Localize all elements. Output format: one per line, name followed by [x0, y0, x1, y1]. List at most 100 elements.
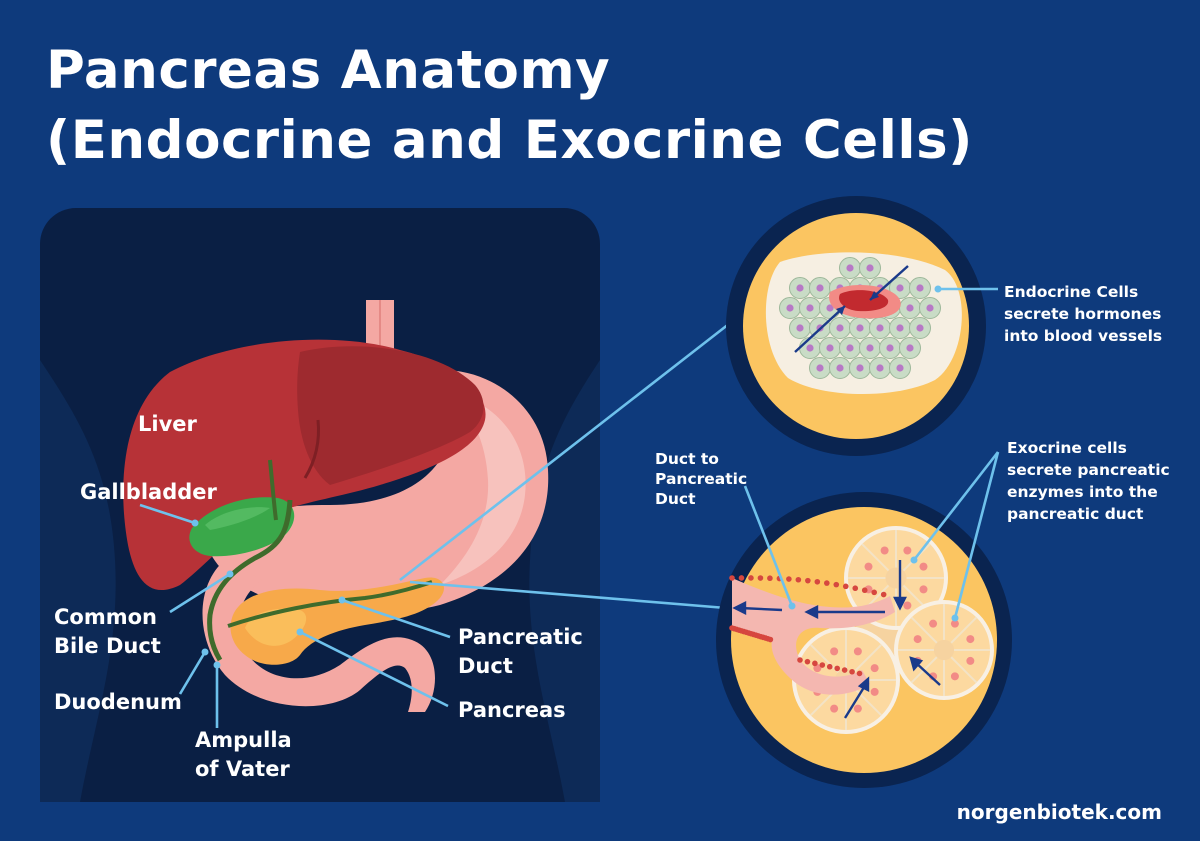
cell-nucleus: [806, 344, 814, 352]
cell-nucleus: [846, 264, 854, 272]
duct-dot: [841, 667, 848, 673]
website-link[interactable]: norgenbiotek.com: [956, 800, 1162, 824]
label-common-bile-duct-2: Bile Duct: [54, 634, 161, 658]
cell-nucleus: [876, 364, 884, 372]
duct-dot: [812, 660, 818, 667]
duct-dot: [786, 576, 792, 582]
label-ampulla-1: Ampulla: [195, 728, 292, 752]
title-line-2: (Endocrine and Exocrine Cells): [46, 110, 973, 171]
duct-dot: [861, 587, 868, 594]
label-endocrine-3: into blood vessels: [1004, 327, 1162, 345]
cell-nucleus: [826, 304, 834, 312]
cell-nucleus: [846, 344, 854, 352]
acinar-nucleus: [966, 635, 975, 644]
duct-dot: [826, 663, 833, 670]
cell-nucleus: [926, 304, 934, 312]
label-pancreatic-duct-2: Duct: [458, 654, 513, 678]
duct-dot: [871, 589, 877, 596]
duct-dot: [757, 575, 764, 581]
cell-nucleus: [836, 364, 844, 372]
acinar-nucleus: [913, 635, 922, 644]
label-exocrine-4: pancreatic duct: [1007, 505, 1144, 523]
leader-endocrine-zoom: [399, 318, 735, 582]
leader-exocrine-2: [953, 451, 1000, 619]
duct-dot: [729, 575, 735, 581]
leader-duct-to-pancreatic-duct: [743, 485, 794, 607]
title-line-1: Pancreas Anatomy: [46, 40, 611, 101]
cell-nucleus: [866, 344, 874, 352]
acinar-nucleus: [966, 656, 975, 665]
leader-exocrine-1: [912, 451, 1000, 561]
label-endocrine-1: Endocrine Cells: [1004, 283, 1138, 301]
cell-nucleus: [896, 284, 904, 292]
leader-common-bile-duct: [169, 572, 231, 614]
cell-nucleus: [856, 324, 864, 332]
cell-nucleus: [816, 284, 824, 292]
label-exocrine-3: enzymes into the: [1007, 483, 1158, 501]
cell-nucleus: [896, 324, 904, 332]
duct-dot: [842, 583, 849, 590]
label-duct-to-pancreatic-duct-1: Duct to: [655, 450, 719, 468]
label-gallbladder: Gallbladder: [80, 480, 218, 504]
label-exocrine-1: Exocrine cells: [1007, 439, 1127, 457]
cell-nucleus: [906, 344, 914, 352]
duct-dot: [856, 670, 863, 677]
cell-nucleus: [796, 284, 804, 292]
cell-nucleus: [886, 344, 894, 352]
page-title: Pancreas Anatomy (Endocrine and Exocrine…: [46, 36, 973, 176]
hepatic-duct: [268, 459, 278, 521]
gallbladder: [189, 497, 295, 557]
leader-duodenum: [178, 651, 207, 695]
acinar-nucleus: [903, 601, 912, 610]
body-panel: [40, 208, 600, 802]
cell-nucleus: [836, 324, 844, 332]
duct-dot: [814, 578, 821, 585]
acinar-nucleus: [853, 647, 862, 656]
cell-nucleus: [826, 344, 834, 352]
acinar-nucleus: [903, 546, 912, 555]
duct-dot: [805, 577, 811, 584]
cell-nucleus: [906, 304, 914, 312]
cell-nucleus: [796, 324, 804, 332]
label-pancreas: Pancreas: [458, 698, 566, 722]
acinar-nucleus: [830, 647, 839, 656]
acinar-nucleus: [950, 672, 959, 681]
acinar-nucleus: [929, 619, 938, 628]
duct-wall-dots: [729, 575, 887, 677]
cell-nucleus: [896, 364, 904, 372]
duct-dot: [767, 575, 773, 582]
label-exocrine-2: secrete pancreatic: [1007, 461, 1170, 479]
acinar-nucleus: [813, 664, 822, 673]
acinar-nucleus: [870, 687, 879, 696]
cell-nucleus: [866, 264, 874, 272]
leader-pancreas: [299, 630, 449, 708]
cell-nucleus: [916, 324, 924, 332]
acinar-nucleus: [830, 704, 839, 713]
label-duct-to-pancreatic-duct-2: Pancreatic: [655, 470, 747, 488]
duct-dot: [748, 575, 754, 581]
duct-dot: [797, 657, 803, 663]
leader-gallbladder: [139, 503, 196, 525]
label-liver: Liver: [138, 412, 198, 436]
label-duct-to-pancreatic-duct-3: Duct: [655, 490, 696, 508]
duct-dot: [738, 575, 745, 581]
label-endocrine-2: secrete hormones: [1004, 305, 1161, 323]
flow-arrows: [732, 560, 941, 719]
body-silhouette-left: [40, 360, 116, 802]
duct-tube: [732, 578, 895, 695]
label-duodenum: Duodenum: [54, 690, 182, 714]
label-pancreatic-duct-1: Pancreatic: [458, 625, 583, 649]
pancreatic-duct: [227, 580, 433, 628]
acinar-nucleus: [864, 562, 873, 571]
duct-dot: [833, 581, 840, 588]
duct-dot: [849, 668, 855, 675]
cell-nucleus: [786, 304, 794, 312]
duct-dot: [824, 580, 830, 586]
cell-nucleus: [856, 364, 864, 372]
duct-dot: [795, 576, 802, 583]
duct-dot: [804, 658, 811, 665]
cell-nucleus: [876, 324, 884, 332]
cell-nucleus: [806, 304, 814, 312]
